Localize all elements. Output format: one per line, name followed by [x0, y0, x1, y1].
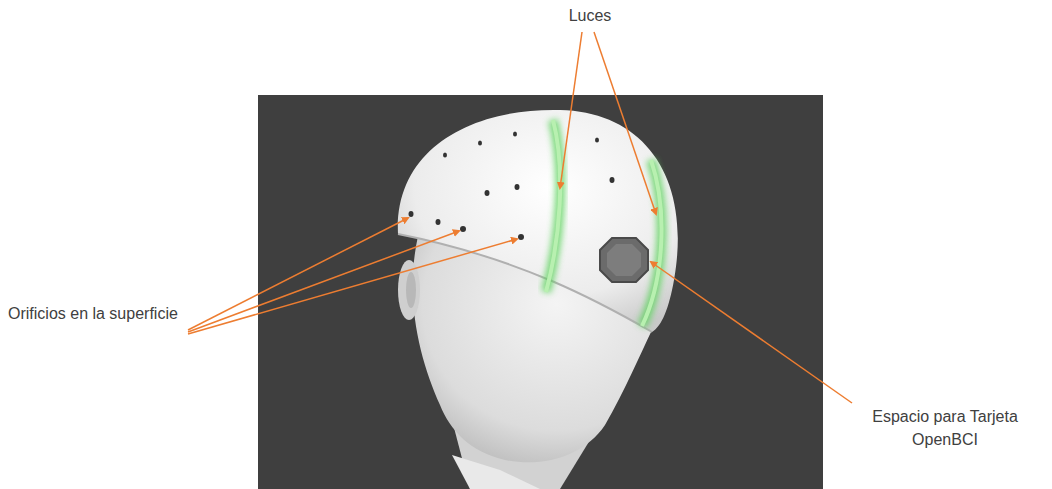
helmet-rim — [398, 234, 652, 332]
light-strip — [546, 120, 560, 292]
board-housing — [600, 238, 648, 282]
board-housing-face — [607, 244, 641, 276]
light-strip-glow — [546, 120, 560, 292]
surface-holes — [409, 132, 615, 241]
backdrop — [258, 95, 823, 489]
callout-label: Luces — [545, 4, 635, 27]
ear-inner — [406, 272, 416, 308]
light-strip-glow — [642, 160, 662, 326]
callout-label: Orificios en la superficie — [8, 302, 178, 325]
leader-lines — [188, 32, 852, 403]
helmet-shell — [398, 110, 678, 332]
ear — [398, 260, 420, 320]
callout-label: Espacio para Tarjeta OpenBCI — [845, 405, 1045, 451]
light-strip — [642, 160, 662, 326]
